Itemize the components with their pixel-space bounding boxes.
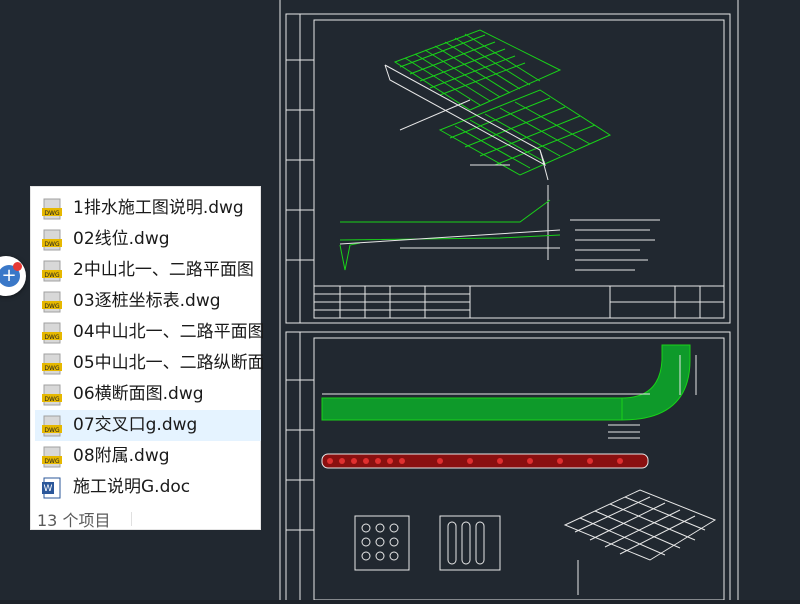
list-item-selected[interactable]: DWG 07交叉口g.dwg (35, 410, 261, 441)
file-name: 02线位.dwg (73, 229, 170, 249)
list-item[interactable]: DWG 04中山北一、二路平面图 (35, 317, 263, 348)
svg-text:W: W (44, 484, 53, 494)
dwg-file-icon: DWG (42, 384, 62, 406)
svg-text:DWG: DWG (44, 241, 60, 248)
item-count: 13 个项目 (37, 511, 111, 530)
file-name: 施工说明G.doc (73, 477, 191, 497)
list-item[interactable]: DWG 05中山北一、二路纵断面 (35, 348, 263, 379)
dwg-file-icon: DWG (42, 229, 62, 251)
file-name: 2中山北一、二路平面图 (73, 260, 254, 280)
dwg-file-icon: DWG (42, 353, 62, 375)
list-item[interactable]: DWG 08附属.dwg (35, 441, 261, 472)
dwg-file-icon: DWG (42, 198, 62, 220)
file-name: 06横断面图.dwg (73, 384, 204, 404)
svg-text:DWG: DWG (44, 458, 60, 465)
list-item[interactable]: DWG 03逐桩坐标表.dwg (35, 286, 261, 317)
list-item[interactable]: DWG 1排水施工图说明.dwg (35, 193, 261, 224)
status-divider (131, 512, 132, 526)
floating-add-button[interactable]: + (0, 256, 26, 296)
word-doc-icon: W (42, 477, 61, 499)
dwg-file-icon: DWG (42, 260, 62, 282)
dwg-file-icon: DWG (42, 291, 62, 313)
notification-dot (13, 262, 22, 271)
file-name: 04中山北一、二路平面图 (73, 322, 263, 342)
dwg-file-icon: DWG (42, 415, 62, 437)
file-explorer-panel: DWG 1排水施工图说明.dwg DWG 02线位.dwg DWG 2中山北一、… (30, 186, 263, 530)
svg-text:DWG: DWG (44, 303, 60, 310)
file-name: 07交叉口g.dwg (73, 415, 198, 435)
dwg-file-icon: DWG (42, 322, 62, 344)
file-name: 1排水施工图说明.dwg (73, 198, 244, 218)
list-item[interactable]: W 施工说明G.doc (35, 472, 261, 503)
svg-text:DWG: DWG (44, 396, 60, 403)
list-item[interactable]: DWG 02线位.dwg (35, 224, 261, 255)
list-item[interactable]: DWG 2中山北一、二路平面图 (35, 255, 261, 286)
svg-text:DWG: DWG (44, 210, 60, 217)
svg-text:DWG: DWG (44, 365, 60, 372)
svg-text:DWG: DWG (44, 272, 60, 279)
svg-text:DWG: DWG (44, 334, 60, 341)
file-name: 03逐桩坐标表.dwg (73, 291, 221, 311)
list-item[interactable]: DWG 06横断面图.dwg (35, 379, 261, 410)
svg-text:DWG: DWG (44, 427, 60, 434)
file-name: 05中山北一、二路纵断面 (73, 353, 263, 373)
file-name: 08附属.dwg (73, 446, 170, 466)
dwg-file-icon: DWG (42, 446, 62, 468)
